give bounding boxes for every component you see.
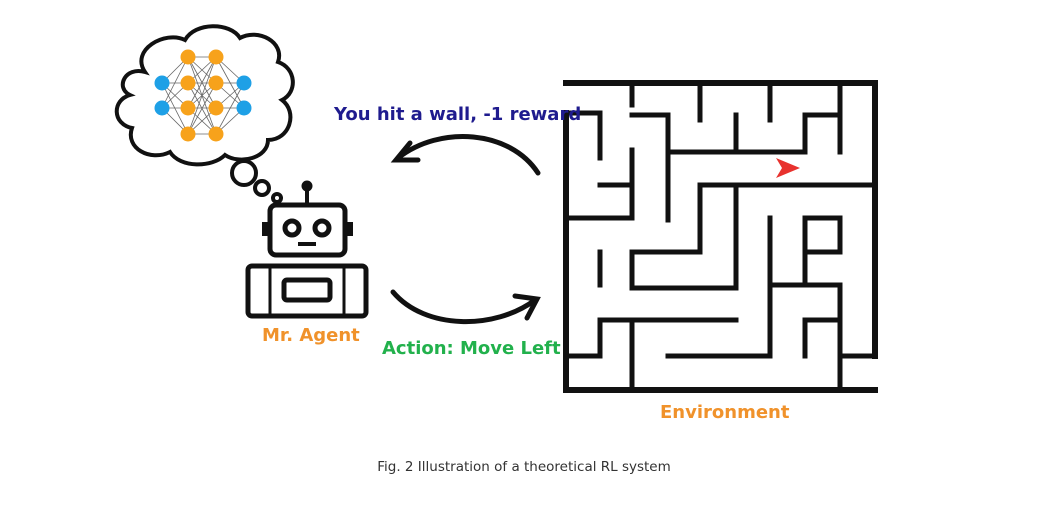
network-edge: [187, 82, 217, 135]
network-edge: [187, 56, 217, 109]
feedback-label: You hit a wall, -1 reward: [334, 104, 582, 125]
neuron-node: [208, 126, 224, 142]
neuron-node: [236, 75, 252, 91]
neuron-node: [208, 100, 224, 116]
figure-caption: Fig. 2 Illustration of a theoretical RL …: [377, 459, 671, 475]
thought-cloud-icon: [114, 24, 295, 204]
maze-icon: [563, 80, 878, 393]
action-arrow: [390, 289, 541, 324]
feedback-arrow: [390, 134, 541, 176]
neuron-node: [180, 126, 196, 142]
neuron-node: [236, 100, 252, 116]
agent-arrow-icon: [776, 158, 800, 178]
neuron-node: [180, 100, 196, 116]
neuron-node: [180, 75, 196, 91]
network-edge: [161, 82, 189, 135]
network-edge: [215, 82, 245, 135]
neuron-node: [208, 49, 224, 65]
neuron-node: [154, 75, 170, 91]
neural-network-icon: [154, 49, 252, 142]
neuron-node: [180, 49, 196, 65]
network-edge: [161, 56, 189, 109]
neuron-node: [208, 75, 224, 91]
agent-label: Mr. Agent: [262, 325, 360, 346]
network-edge: [215, 56, 245, 109]
environment-label: Environment: [660, 402, 790, 423]
robot-icon: [245, 180, 369, 319]
network-edge: [187, 56, 217, 135]
action-label: Action: Move Left: [382, 338, 561, 359]
neuron-node: [154, 100, 170, 116]
